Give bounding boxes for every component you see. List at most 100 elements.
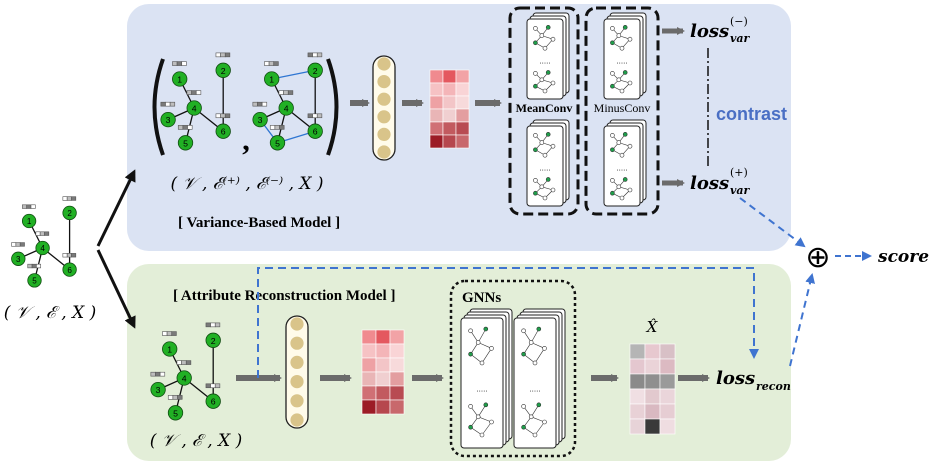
attribute-cell — [166, 331, 173, 336]
xhat-label: X̂ — [646, 318, 659, 336]
ellipsis-dots: ····· — [539, 59, 550, 67]
feature-matrix-attribute — [361, 329, 405, 415]
input-graph-caption: ( 𝒱 , ℰ , X ) — [4, 303, 97, 323]
mini-graph-edge — [523, 426, 536, 436]
embedding-unit — [290, 317, 304, 331]
graph-node — [62, 205, 77, 221]
attribute-cell — [187, 125, 193, 130]
graph-node — [11, 251, 26, 266]
svg-text:var: var — [730, 32, 751, 45]
attribute-cell — [11, 242, 17, 247]
gnns-box — [449, 279, 577, 458]
attribute-cell — [26, 204, 32, 209]
graph-node — [150, 381, 166, 398]
embedding-unit — [290, 355, 304, 369]
mini-graph-node — [627, 143, 633, 149]
embedding-unit — [290, 413, 304, 427]
attribute-cell — [316, 52, 323, 58]
loss-var-minus: loss var (−) — [690, 15, 751, 45]
mini-graph-node — [468, 404, 473, 409]
mini-graph-node — [619, 45, 625, 51]
mini-graph-edge — [530, 404, 540, 417]
mini-graph-edge — [530, 328, 540, 343]
meanconv-box — [508, 6, 580, 216]
mini-graph-node — [610, 26, 615, 31]
attribute-cell — [215, 52, 221, 58]
mini-graph-node — [622, 177, 628, 182]
mini-graph-edge — [523, 342, 532, 355]
mini-graph-node — [528, 340, 534, 345]
conv-card-stacks: ···················· — [526, 12, 647, 207]
minusconv-label: MinusConv — [594, 101, 651, 115]
mini-graph-node — [533, 26, 538, 31]
attribute-cell — [169, 101, 176, 107]
mini-graph-node — [610, 40, 615, 46]
matrix-cell — [375, 357, 391, 373]
matrix-cell — [629, 358, 646, 375]
mini-graph-node — [533, 190, 538, 196]
mini-graph-node — [622, 70, 628, 75]
attribute-cell — [176, 360, 182, 365]
mini-graph-node — [627, 36, 633, 42]
graph-node — [205, 393, 221, 409]
matrix-cell — [429, 95, 444, 110]
matrix-cell — [389, 385, 405, 401]
mini-graph-node — [616, 33, 622, 38]
matrix-cell — [644, 373, 661, 390]
matrix-cell — [442, 82, 457, 97]
graph-node-label: 2 — [221, 66, 226, 76]
matrix-cell — [389, 371, 405, 387]
attribute-cell — [185, 360, 192, 365]
graph-node-label: 1 — [269, 74, 274, 84]
mini-graph-node — [542, 152, 548, 158]
mini-graph-node — [627, 80, 633, 86]
graph-node — [269, 135, 286, 151]
matrix-cell — [361, 357, 377, 373]
graph-node-label: 5 — [32, 277, 37, 286]
attribute-cell — [30, 204, 36, 209]
mini-graph-node — [532, 432, 538, 438]
variance-graph-caption: ( 𝒱 , ℰ⁽⁺⁾ , ℰ⁽⁻⁾ , X ) — [170, 174, 323, 194]
mini-graph-node — [533, 147, 538, 153]
attribute-cell — [160, 101, 166, 107]
attribute-cell — [287, 90, 294, 95]
attribute-cell — [62, 196, 68, 201]
attribute-cell — [35, 231, 41, 236]
meanconv-label: MeanConv — [516, 101, 573, 115]
attribute-cell — [283, 90, 289, 95]
mini-graph-node — [468, 328, 473, 334]
graph-node-label: 5 — [183, 138, 188, 148]
mini-graph-edge — [477, 328, 487, 343]
feature-matrix-variance — [429, 69, 470, 149]
attribute-cell — [307, 52, 313, 58]
oplus-symbol: ⊕ — [805, 240, 830, 275]
graph-node — [21, 213, 37, 229]
embedding-unit — [290, 336, 304, 350]
graph-node-label: 1 — [177, 74, 182, 84]
matrix-cell — [644, 343, 661, 360]
conv-card — [513, 317, 557, 449]
ellipsis-dots: ····· — [616, 166, 627, 174]
graph-node-label: 4 — [192, 103, 197, 113]
attribute-cell — [214, 322, 221, 328]
attribute-cell — [182, 125, 188, 130]
matrix-cell — [455, 69, 470, 84]
attribute-cell — [165, 101, 171, 107]
gnns-label: GNNs — [462, 290, 501, 306]
matrix-cell — [455, 82, 470, 97]
attribute-cell — [22, 204, 27, 209]
mini-graph-edge — [477, 404, 487, 417]
skip-connection-dashed — [257, 267, 759, 378]
mini-graph-node — [542, 195, 548, 201]
attribute-cell — [167, 395, 174, 400]
mini-graph-node — [532, 360, 538, 366]
mini-graph-node — [622, 132, 628, 137]
mini-graph-node — [479, 360, 485, 366]
mini-graph-node — [550, 80, 556, 86]
mini-graph-edge — [523, 353, 536, 364]
graph-node — [215, 62, 231, 78]
graph-node — [205, 332, 221, 348]
dashed-loss-var-to-sum — [739, 197, 806, 248]
